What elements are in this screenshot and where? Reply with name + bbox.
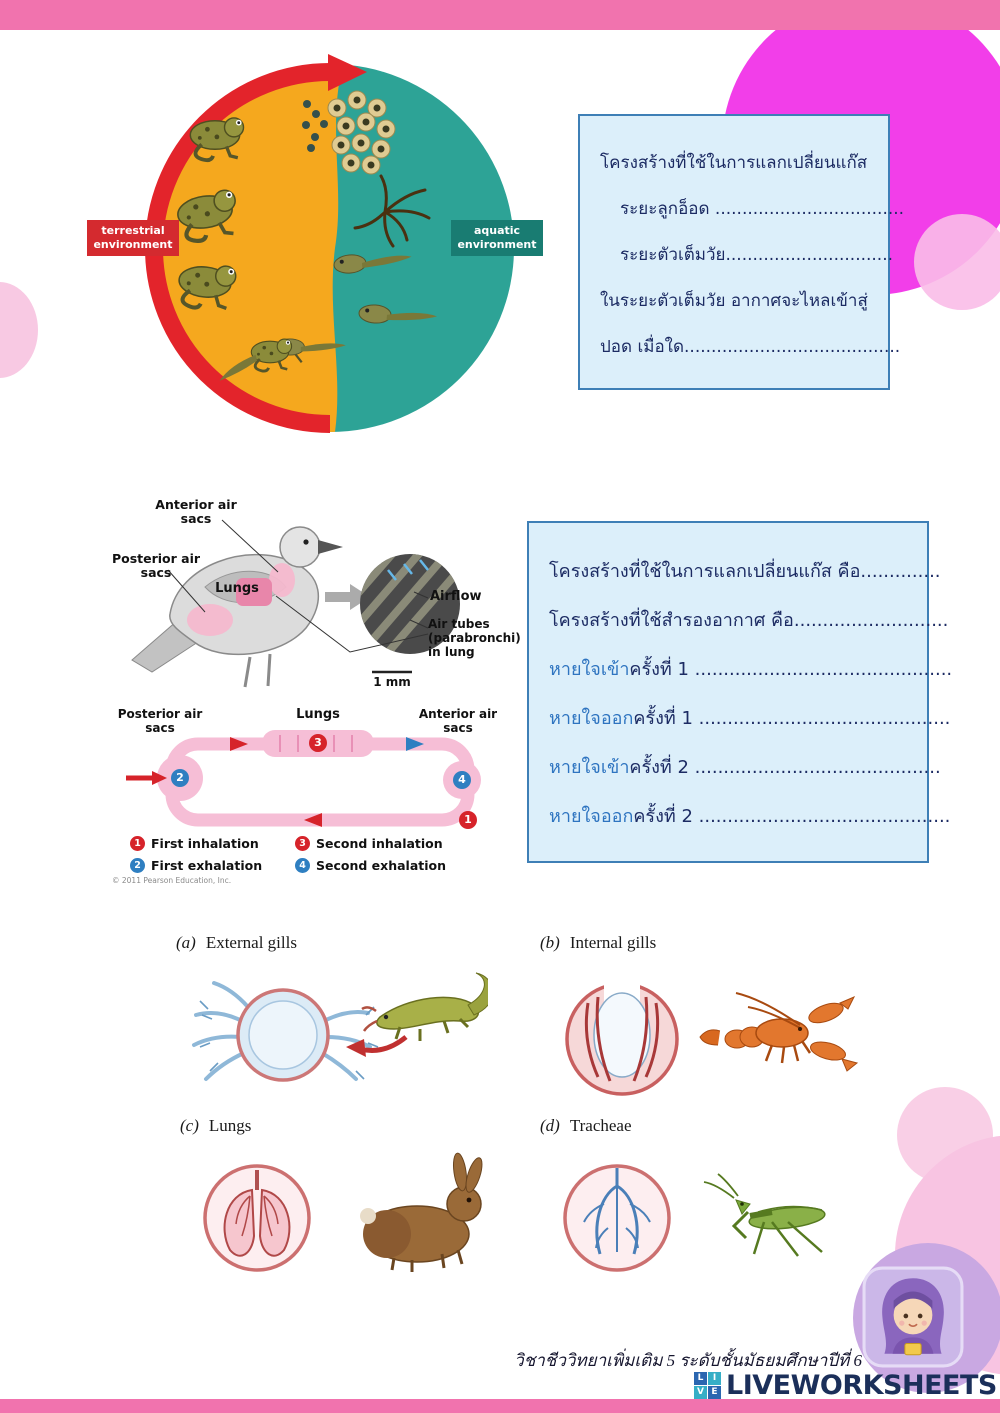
decor-circle-pink-small bbox=[914, 214, 1000, 310]
internal-gills-illustration bbox=[565, 977, 859, 1096]
tracheae-illustration bbox=[563, 1164, 826, 1272]
legend-label: Second inhalation bbox=[316, 835, 443, 851]
question-line: โครงสร้างที่ใช้สำรองอากาศ คือ...........… bbox=[549, 610, 949, 631]
question-box-frog: โครงสร้างที่ใช้ในการแลกเปลี่ยนแก๊ส ระยะล… bbox=[578, 114, 905, 390]
logo-letter-i: I bbox=[708, 1372, 721, 1385]
zoom-arrow bbox=[325, 584, 370, 610]
top-pink-bar bbox=[0, 0, 1000, 30]
schematic-posterior-label: Posterior air sacs bbox=[117, 707, 203, 735]
frog-life-cycle-figure: terrestrial environment aquatic environm… bbox=[85, 52, 545, 444]
liveworksheets-logo[interactable]: L I V E LIVEWORKSHEETS bbox=[694, 1370, 997, 1401]
question-line: หายใจเข้าครั้งที่ 2 ....................… bbox=[549, 757, 941, 778]
badge-second-exhalation: 4 bbox=[453, 771, 471, 789]
legend-badge-4: 4 bbox=[295, 857, 310, 873]
gill-cross-section bbox=[565, 977, 679, 1096]
air-tubes-label: Air tubes (parabronchi) in lung bbox=[428, 617, 521, 659]
panel-a-label: (a)External gills bbox=[176, 933, 297, 952]
badge-second-inhalation: 3 bbox=[309, 734, 327, 752]
gill-fringe bbox=[199, 1000, 379, 1080]
airflow-label: Airflow bbox=[430, 589, 482, 604]
brand-wordmark: LIVEWORKSHEETS bbox=[726, 1370, 997, 1401]
course-title: วิชาชีววิทยาเพิ่มเติม 5 ระดับชั้นมัธยมศึ… bbox=[514, 1351, 862, 1370]
anterior-air-sacs-label: Anterior air sacs bbox=[155, 497, 237, 527]
froglet-with-tail bbox=[219, 337, 294, 381]
legend-item: 3 Second inhalation bbox=[295, 832, 490, 854]
question-line: ปอด เมื่อใด.............................… bbox=[600, 337, 901, 357]
logo-letter-l: L bbox=[694, 1372, 707, 1385]
question-line: หายใจออกครั้งที่ 1 .....................… bbox=[549, 708, 951, 729]
question-line: โครงสร้างที่ใช้ในการแลกเปลี่ยนแก๊ส bbox=[600, 153, 868, 173]
body-core bbox=[248, 1000, 318, 1070]
airflow-legend: 1 First inhalation 2 First exhalation 3 … bbox=[130, 832, 490, 876]
parabronchi-micrograph bbox=[360, 554, 460, 674]
legend-item: 1 First inhalation bbox=[130, 832, 295, 854]
gill-filaments bbox=[192, 981, 372, 1081]
legend-item: 4 Second exhalation bbox=[295, 854, 490, 876]
logo-letter-v: V bbox=[694, 1386, 707, 1399]
legend-badge-3: 3 bbox=[295, 835, 310, 851]
legend-item: 2 First exhalation bbox=[130, 854, 295, 876]
posterior-air-sacs-label: Posterior air sacs bbox=[111, 551, 201, 581]
rabbit-drawing bbox=[360, 1152, 483, 1272]
tracheae-cross-section bbox=[563, 1164, 671, 1272]
panel-internal-gills: (b)Internal gills bbox=[532, 933, 862, 1111]
panel-b-label: (b)Internal gills bbox=[540, 933, 657, 952]
salamander-drawing bbox=[361, 972, 488, 1041]
lobster-drawing bbox=[699, 992, 859, 1072]
liveworksheets-icon: L I V E bbox=[694, 1372, 721, 1399]
question-line: โครงสร้างที่ใช้ในการแลกเปลี่ยนแก๊ส คือ..… bbox=[549, 561, 941, 582]
panel-d-label: (d)Tracheae bbox=[540, 1116, 632, 1135]
mantis-drawing bbox=[703, 1173, 826, 1257]
bird-respiration-figure: Anterior air sacs Posterior air sacs Lun… bbox=[110, 492, 521, 890]
external-gills-illustration bbox=[192, 972, 488, 1082]
lungs-cross-section bbox=[203, 1164, 311, 1272]
terrestrial-environment-label: terrestrial environment bbox=[87, 220, 179, 256]
decor-ellipse-left bbox=[0, 282, 38, 378]
panel-lungs: (c)Lungs bbox=[172, 1116, 502, 1284]
pointer-arrow-red bbox=[346, 1035, 408, 1057]
legend-label: Second exhalation bbox=[316, 857, 447, 873]
question-line: หายใจออกครั้งที่ 2 .....................… bbox=[549, 806, 951, 827]
aquatic-environment-label: aquatic environment bbox=[451, 220, 543, 256]
copyright-text: © 2011 Pearson Education, Inc. bbox=[112, 876, 232, 885]
question-line: หายใจเข้าครั้งที่ 1 ....................… bbox=[549, 659, 953, 680]
scale-label: 1 mm bbox=[373, 675, 411, 689]
legend-badge-1: 1 bbox=[130, 835, 145, 851]
panel-tracheae: (d)Tracheae bbox=[532, 1116, 862, 1284]
question-line: ระยะตัวเต็มวัย..........................… bbox=[620, 245, 894, 265]
panel-external-gills: (a)External gills bbox=[168, 933, 488, 1111]
badge-first-exhalation: 2 bbox=[171, 769, 189, 787]
question-box-bird: โครงสร้างที่ใช้ในการแลกเปลี่ยนแก๊ส คือ..… bbox=[527, 521, 953, 863]
legend-badge-2: 2 bbox=[130, 857, 145, 873]
bottom-pink-bar bbox=[0, 1399, 1000, 1413]
schematic-anterior-label: Anterior air sacs bbox=[418, 707, 498, 735]
question-line: ระยะลูกอ็อด ............................… bbox=[620, 199, 905, 219]
lungs-label: Lungs bbox=[215, 581, 259, 596]
question-line: ในระยะตัวเต็มวัย อากาศจะไหลเข้าสู่ bbox=[600, 291, 868, 311]
label-pointer-lines bbox=[167, 519, 429, 653]
bird-drawing bbox=[131, 526, 343, 688]
legend-label: First exhalation bbox=[151, 857, 263, 873]
lungs-illustration bbox=[203, 1152, 483, 1272]
gilled-larva bbox=[353, 174, 431, 248]
author-avatar bbox=[862, 1266, 964, 1368]
legend-label: First inhalation bbox=[151, 835, 259, 851]
avatar-illustration bbox=[862, 1266, 964, 1368]
badge-first-inhalation: 1 bbox=[459, 811, 477, 829]
logo-letter-e: E bbox=[708, 1386, 721, 1399]
panel-c-label: (c)Lungs bbox=[180, 1116, 252, 1135]
frog-life-cycle-illustration bbox=[145, 54, 514, 433]
schematic-lungs-label: Lungs bbox=[296, 707, 340, 722]
frog-eggs bbox=[302, 90, 396, 175]
